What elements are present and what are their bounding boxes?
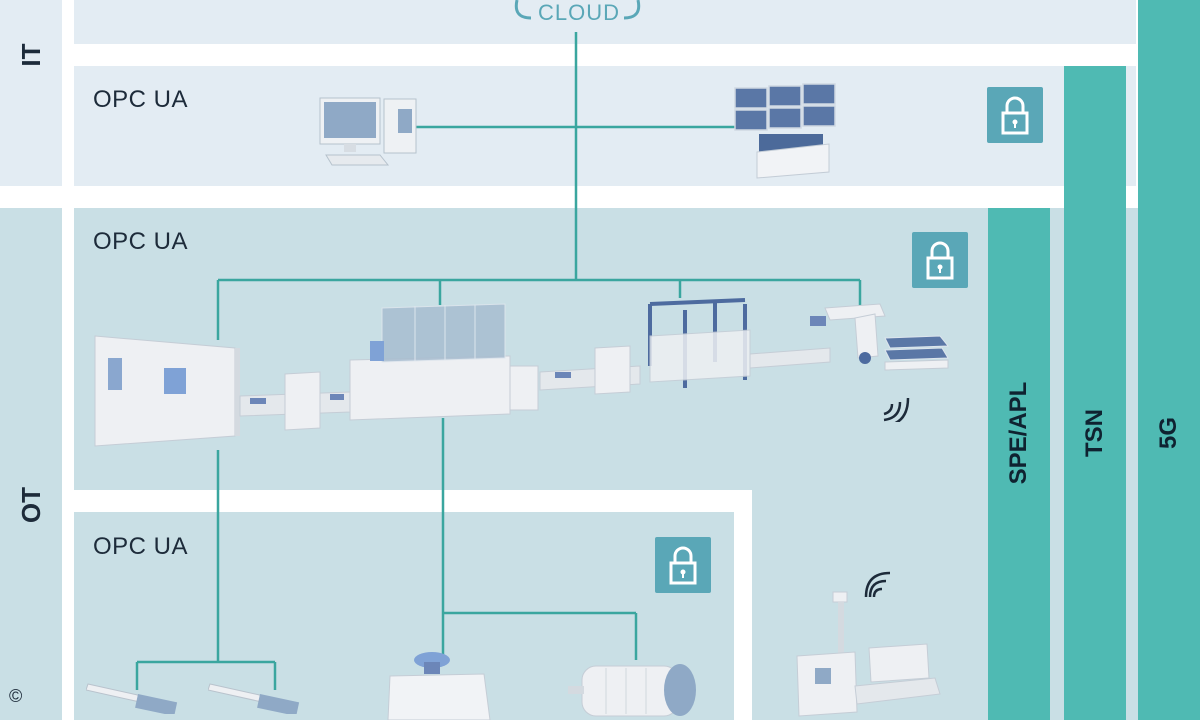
agv-wireless-signal-icon (864, 571, 891, 598)
ot-lock-icon (912, 232, 968, 288)
enclosed-cell (349, 303, 539, 421)
proximity-sensor-2 (208, 683, 300, 714)
cloud-label: CLOUD (538, 0, 621, 25)
it-lock-icon (987, 87, 1043, 143)
desktop-computer-icon (319, 97, 417, 166)
copyright-mark: © (9, 686, 23, 706)
tsn-bar (1064, 66, 1126, 720)
it-sidebar (0, 0, 62, 186)
cloud-icon (514, 0, 641, 20)
field-opc-ua-label: OPC UA (93, 533, 189, 560)
cnc-machine (94, 335, 240, 447)
proximity-sensor-1 (86, 683, 178, 714)
pallet-stack (884, 335, 950, 361)
cloud-band (74, 0, 1136, 44)
wireless-signal-icon (883, 397, 910, 422)
ot-sidebar (0, 208, 62, 720)
robot-arm (810, 303, 886, 364)
automated-guided-vehicle (796, 591, 941, 717)
pushbutton-station (387, 652, 491, 720)
5g-bar (1138, 0, 1200, 720)
field-lock-icon (655, 537, 711, 593)
spe-apl-bar (988, 208, 1050, 720)
ot-opc-ua-label: OPC UA (93, 228, 189, 255)
production-line-illustration (94, 298, 950, 447)
electric-motor (568, 664, 696, 717)
it-opc-ua-label: OPC UA (93, 86, 189, 113)
control-room-monitors-icon (734, 83, 836, 179)
